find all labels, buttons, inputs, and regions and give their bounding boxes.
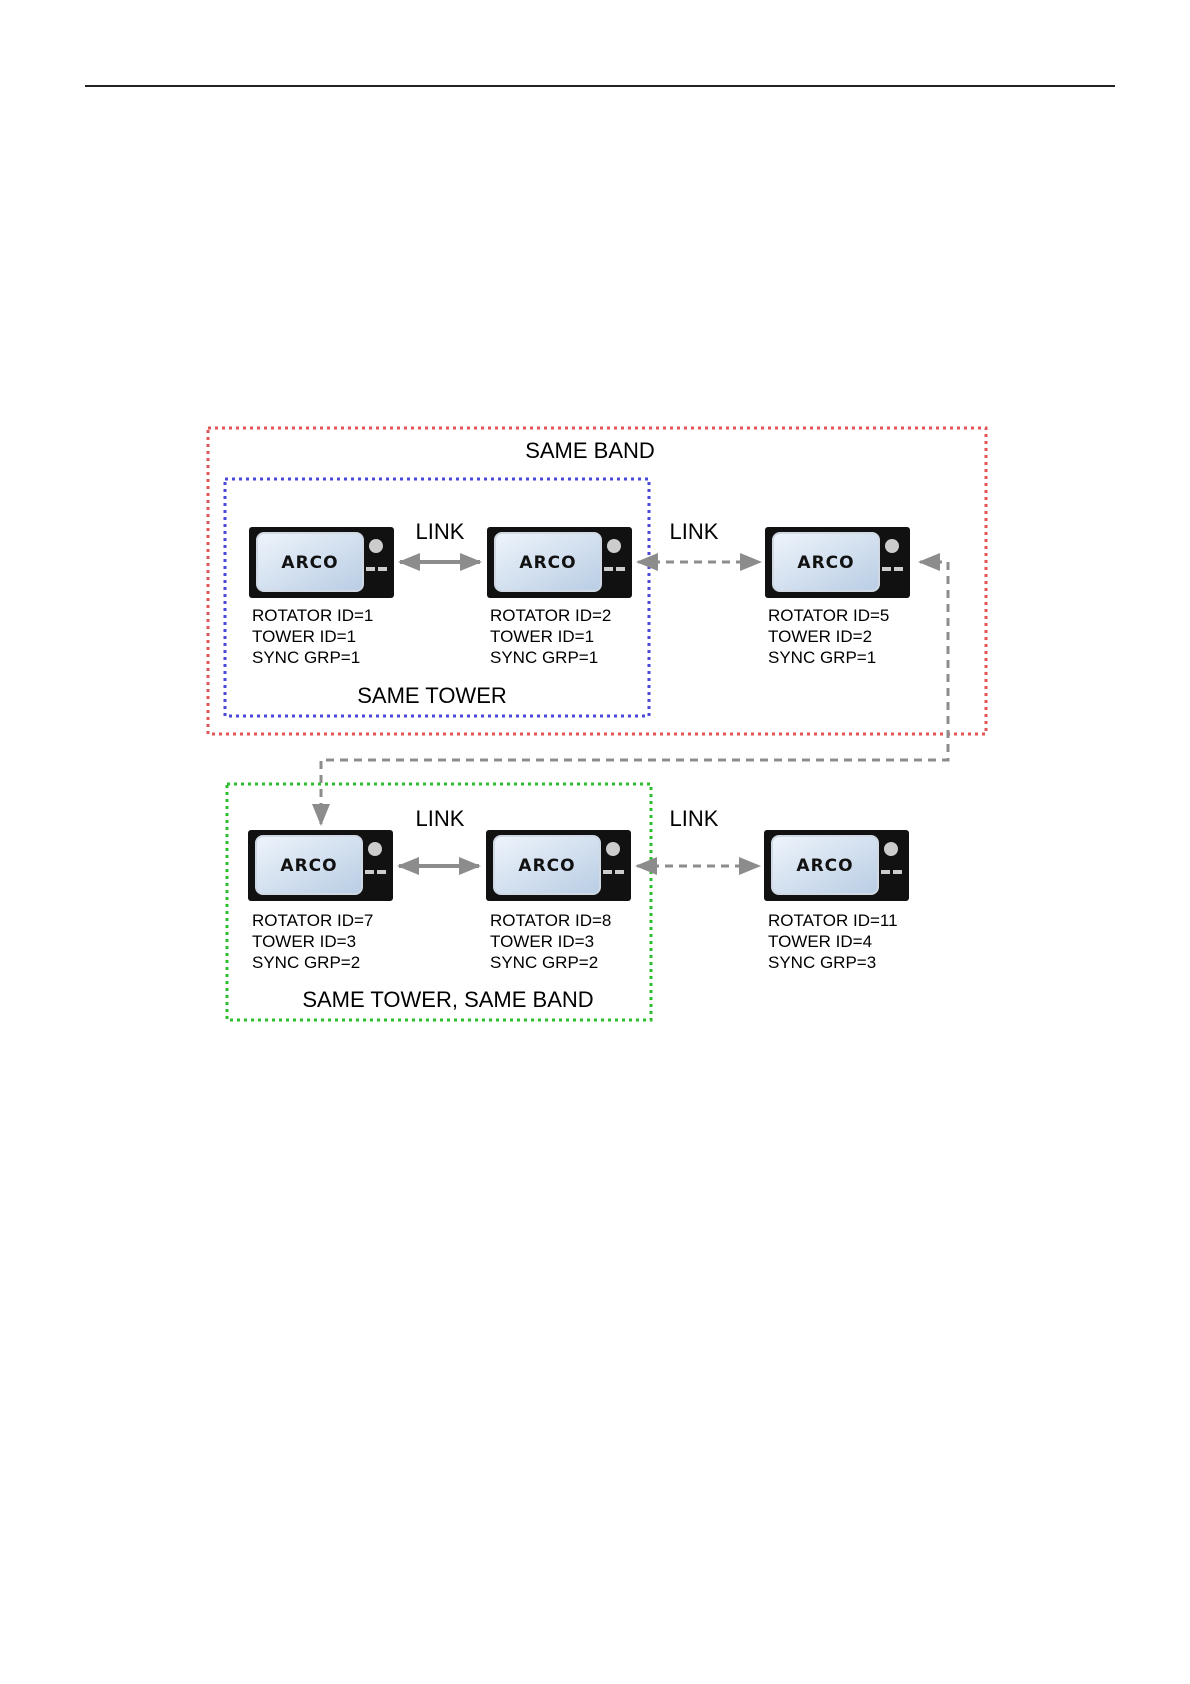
header-rule [85,85,1115,87]
device-button-icon [615,870,624,874]
device-button-icon [604,567,613,571]
device-sync-group: SYNC GRP=2 [252,953,360,972]
device-screen [255,835,363,895]
device-rotator-id: ROTATOR ID=5 [768,606,889,625]
device-button-icon [378,567,387,571]
device-tower-id: TOWER ID=3 [252,932,356,951]
link-label-1: LINK [416,519,465,544]
rotator-device: ARCO ROTATOR ID=7 TOWER ID=3 SYNC GRP=2 [248,830,393,972]
device-button-icon [365,870,374,874]
link-label-3: LINK [416,806,465,831]
device-logo: ARCO [281,553,338,573]
rotator-device: ARCO ROTATOR ID=5 TOWER ID=2 SYNC GRP=1 [765,527,910,667]
device-logo: ARCO [796,856,853,876]
device-rotator-id: ROTATOR ID=7 [252,911,373,930]
device-button-icon [377,870,386,874]
device-knob-icon [884,842,898,856]
device-logo: ARCO [518,856,575,876]
group-label-same-tower: SAME TOWER [357,683,507,708]
device-screen [771,835,879,895]
device-button-icon [893,870,902,874]
device-sync-group: SYNC GRP=1 [252,648,360,667]
device-sync-group: SYNC GRP=1 [768,648,876,667]
device-screen [494,532,602,592]
device-screen [772,532,880,592]
devices: ARCO ROTATOR ID=1 TOWER ID=1 SYNC GRP=1 … [248,527,910,972]
device-sync-group: SYNC GRP=1 [490,648,598,667]
device-logo: ARCO [797,553,854,573]
link-label-4: LINK [670,806,719,831]
device-button-icon [882,567,891,571]
device-rotator-id: ROTATOR ID=1 [252,606,373,625]
device-tower-id: TOWER ID=1 [490,627,594,646]
device-knob-icon [368,842,382,856]
device-sync-group: SYNC GRP=3 [768,953,876,972]
device-screen [256,532,364,592]
device-logo: ARCO [519,553,576,573]
group-label-same-band: SAME BAND [525,438,655,463]
device-tower-id: TOWER ID=1 [252,627,356,646]
device-knob-icon [885,539,899,553]
rotator-device: ARCO ROTATOR ID=1 TOWER ID=1 SYNC GRP=1 [249,527,394,667]
group-label-same-tower-same-band: SAME TOWER, SAME BAND [302,987,593,1012]
device-rotator-id: ROTATOR ID=11 [768,911,898,930]
device-knob-icon [607,539,621,553]
device-button-icon [366,567,375,571]
rotator-device: ARCO ROTATOR ID=2 TOWER ID=1 SYNC GRP=1 [487,527,632,667]
group-box-same-tower [223,477,651,718]
device-screen [493,835,601,895]
link-arrow-5-7 [312,553,950,826]
device-tower-id: TOWER ID=3 [490,932,594,951]
device-tower-id: TOWER ID=4 [768,932,872,951]
device-sync-group: SYNC GRP=2 [490,953,598,972]
device-logo: ARCO [280,856,337,876]
rotator-device: ARCO ROTATOR ID=8 TOWER ID=3 SYNC GRP=2 [486,830,631,972]
device-button-icon [894,567,903,571]
device-knob-icon [606,842,620,856]
device-knob-icon [369,539,383,553]
device-button-icon [881,870,890,874]
link-label-2: LINK [670,519,719,544]
device-button-icon [616,567,625,571]
device-tower-id: TOWER ID=2 [768,627,872,646]
device-rotator-id: ROTATOR ID=2 [490,606,611,625]
rotator-device: ARCO ROTATOR ID=11 TOWER ID=4 SYNC GRP=3 [764,830,909,972]
device-rotator-id: ROTATOR ID=8 [490,911,611,930]
device-button-icon [603,870,612,874]
